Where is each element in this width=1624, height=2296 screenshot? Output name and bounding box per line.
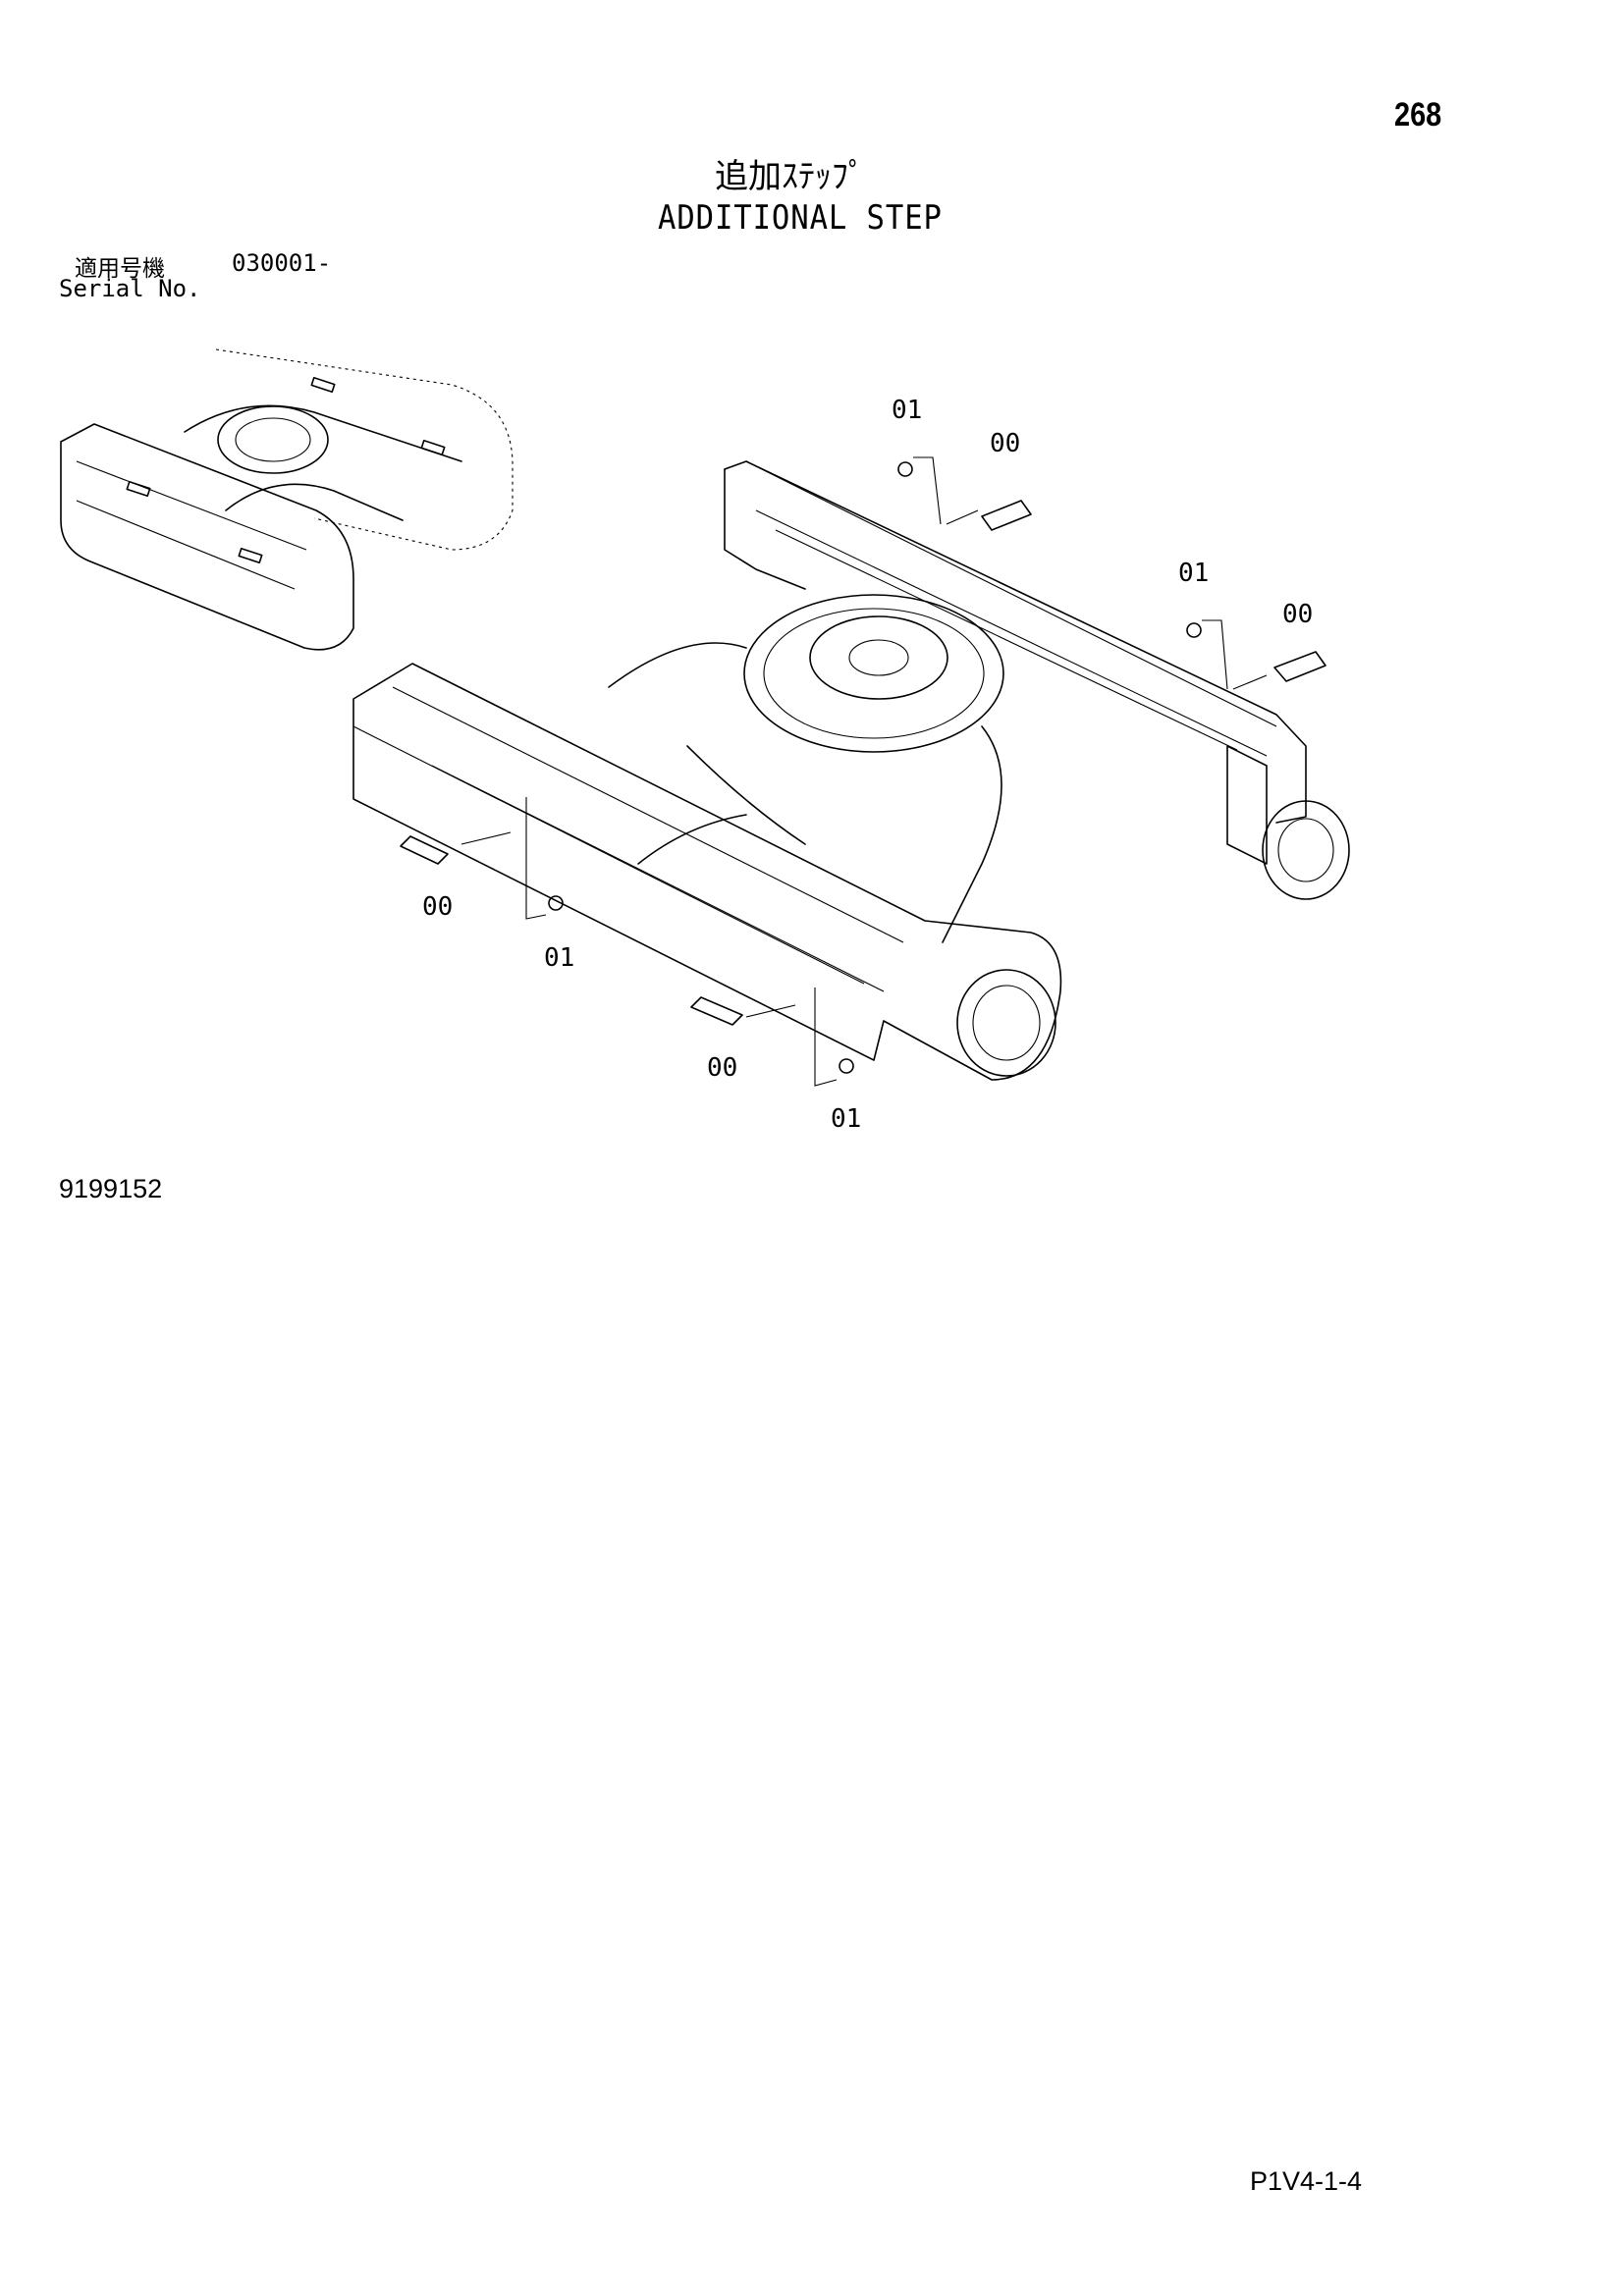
- page-code: P1V4-1-4: [1250, 2166, 1363, 2196]
- callout-00-left: 00: [422, 892, 453, 922]
- step-parts: [400, 500, 1326, 1026]
- callout-00-right: 00: [1282, 600, 1313, 629]
- page-number: 268: [1394, 96, 1442, 133]
- serial-label-english: Serial No.: [59, 275, 201, 302]
- title-japanese: 追加ｽﾃｯﾌﾟ: [715, 157, 865, 196]
- parts-diagram: 01 00 01 00 00 01 00 01: [60, 348, 1350, 1134]
- serial-number-value: 030001-: [232, 249, 332, 277]
- title-english: ADDITIONAL STEP: [658, 198, 943, 238]
- bolt-parts: [548, 461, 1202, 1074]
- track-frame-main: [352, 460, 1350, 1081]
- diagram-id: 9199152: [59, 1174, 163, 1203]
- callout-01-upper: 01: [892, 396, 922, 425]
- overview-undercarriage: [60, 348, 514, 651]
- serial-label-japanese: 適用号機: [75, 256, 165, 282]
- callout-01-left: 01: [544, 943, 574, 973]
- callout-01-lower: 01: [831, 1104, 861, 1134]
- callout-01-right: 01: [1178, 559, 1209, 588]
- callout-00-upper: 00: [990, 429, 1020, 458]
- callout-00-lower: 00: [707, 1053, 737, 1083]
- leader-lines: [460, 456, 1268, 1087]
